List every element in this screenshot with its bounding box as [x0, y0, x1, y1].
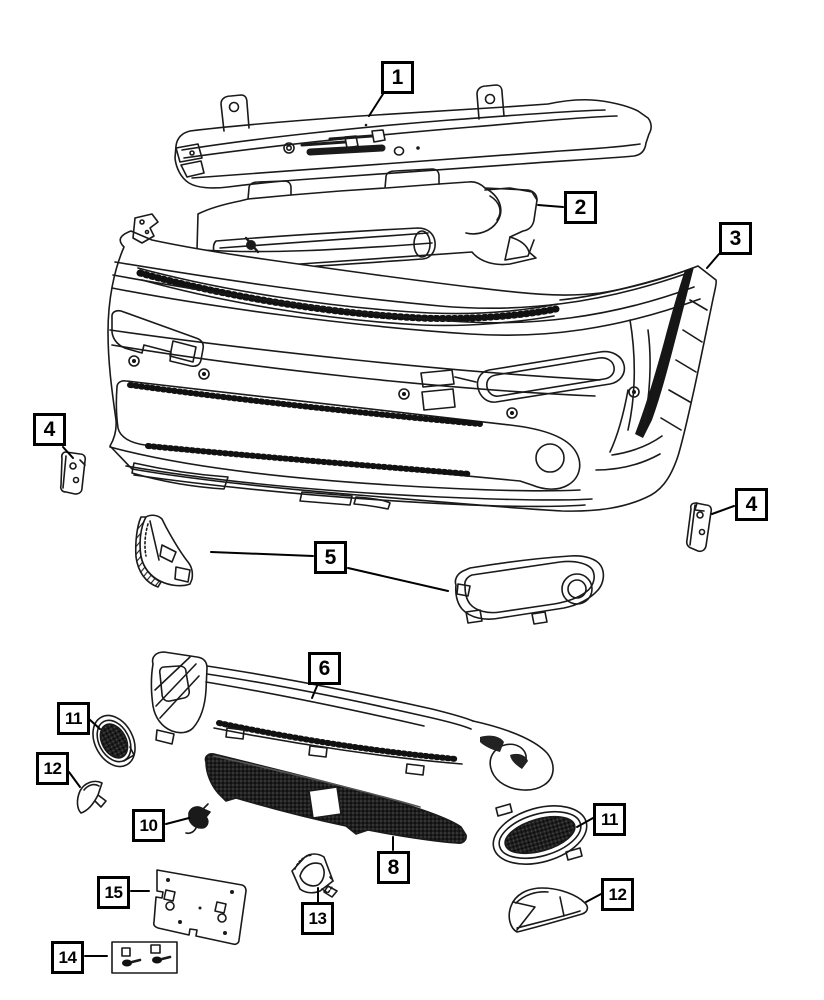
part-bracket-right-drawing: [685, 502, 713, 553]
part-lower-grille-drawing: [204, 753, 467, 844]
part-hardware-kit-drawing: [111, 941, 178, 974]
callout-12-right[interactable]: 12: [601, 878, 634, 911]
part-license-bracket-drawing: [152, 869, 247, 946]
callout-15[interactable]: 15: [97, 876, 130, 909]
callout-8[interactable]: 8: [377, 851, 410, 884]
callout-leader-lines: [62, 93, 735, 957]
part-reinforcement-bar-drawing: [174, 84, 652, 189]
callout-10[interactable]: 10: [132, 809, 165, 842]
callout-3[interactable]: 3: [719, 222, 752, 255]
callout-2[interactable]: 2: [564, 191, 597, 224]
callout-4-left[interactable]: 4: [33, 413, 66, 446]
part-cap-left-drawing: [76, 780, 107, 814]
part-front-fascia-drawing: [107, 213, 718, 512]
part-reflector-right-drawing: [508, 887, 589, 933]
part-fog-bezel-drawing: [291, 853, 338, 898]
part-lower-fascia-drawing: [150, 651, 554, 791]
callout-6[interactable]: 6: [308, 652, 341, 685]
callout-1[interactable]: 1: [381, 61, 414, 94]
part-bracket-left-drawing: [59, 451, 87, 495]
callout-13[interactable]: 13: [301, 902, 334, 935]
callout-11-left[interactable]: 11: [57, 702, 90, 735]
part-mesh-insert-left-drawing: [92, 714, 136, 768]
part-clip-drawing: [185, 803, 211, 835]
callout-11-right[interactable]: 11: [593, 803, 626, 836]
part-mesh-insert-right-drawing: [492, 803, 588, 865]
callout-5[interactable]: 5: [314, 541, 347, 574]
part-closeout-right-drawing: [454, 555, 605, 625]
callout-12-left[interactable]: 12: [36, 752, 69, 785]
part-closeout-left-drawing: [134, 514, 194, 588]
callout-14[interactable]: 14: [51, 941, 84, 974]
callout-4-right[interactable]: 4: [735, 488, 768, 521]
